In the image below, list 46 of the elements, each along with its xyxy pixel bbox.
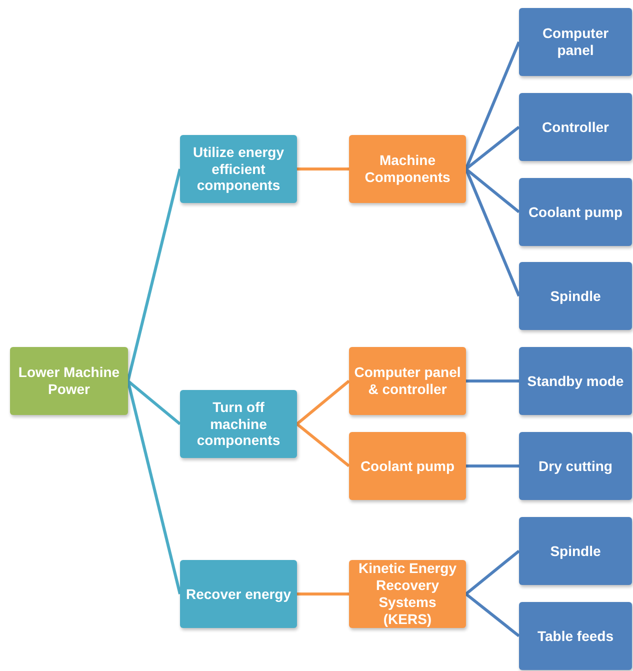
node-box [519, 432, 632, 500]
node-box [519, 517, 632, 585]
node-box [180, 560, 297, 628]
node-box [180, 390, 297, 458]
node-box [349, 347, 466, 415]
connector-line [465, 126, 520, 170]
node-box [349, 432, 466, 500]
connector-line [126, 380, 182, 594]
node-box [519, 8, 632, 76]
node-label: Kinetic Energy Recovery Systems (KERS) [357, 560, 458, 628]
connector-line [466, 380, 519, 382]
node-label: Utilize energy efficient components [192, 144, 286, 194]
node-label: Lower Machine Power [17, 364, 121, 398]
node-box [519, 602, 632, 670]
node-label: Controller [542, 118, 609, 136]
node-label: Table feeds [538, 628, 614, 644]
node-label: Turn off machine components [196, 398, 282, 450]
connector-line [296, 380, 350, 426]
node-box [519, 178, 632, 246]
connector-line [466, 464, 519, 468]
connector-line [296, 422, 350, 468]
node-label: Recover energy [186, 586, 292, 602]
connector-line [297, 168, 349, 170]
connector-line [464, 41, 520, 170]
connector-line [127, 380, 181, 426]
node-label: Computer panel & controller [353, 364, 462, 398]
node-label: Machine Components [364, 152, 452, 186]
node-label: Dry cutting [538, 458, 612, 474]
node-label: Coolant pump [360, 458, 455, 474]
node-box [519, 93, 632, 161]
connector-line [126, 168, 182, 382]
node-label: Spindle [550, 542, 601, 560]
connector-line [465, 168, 520, 214]
node-label: Spindle [550, 288, 601, 304]
connector-line [297, 592, 349, 596]
node-box [519, 262, 632, 330]
node-box [180, 135, 297, 203]
node-label: Coolant pump [528, 204, 623, 220]
node-box [349, 135, 466, 203]
connector-line [464, 168, 520, 297]
node-box [519, 347, 632, 415]
node-label: Standby mode [527, 372, 624, 390]
connector-line [465, 592, 520, 638]
node-box [10, 347, 128, 415]
node-label: Computer panel [541, 25, 610, 59]
connector-line [465, 550, 520, 596]
